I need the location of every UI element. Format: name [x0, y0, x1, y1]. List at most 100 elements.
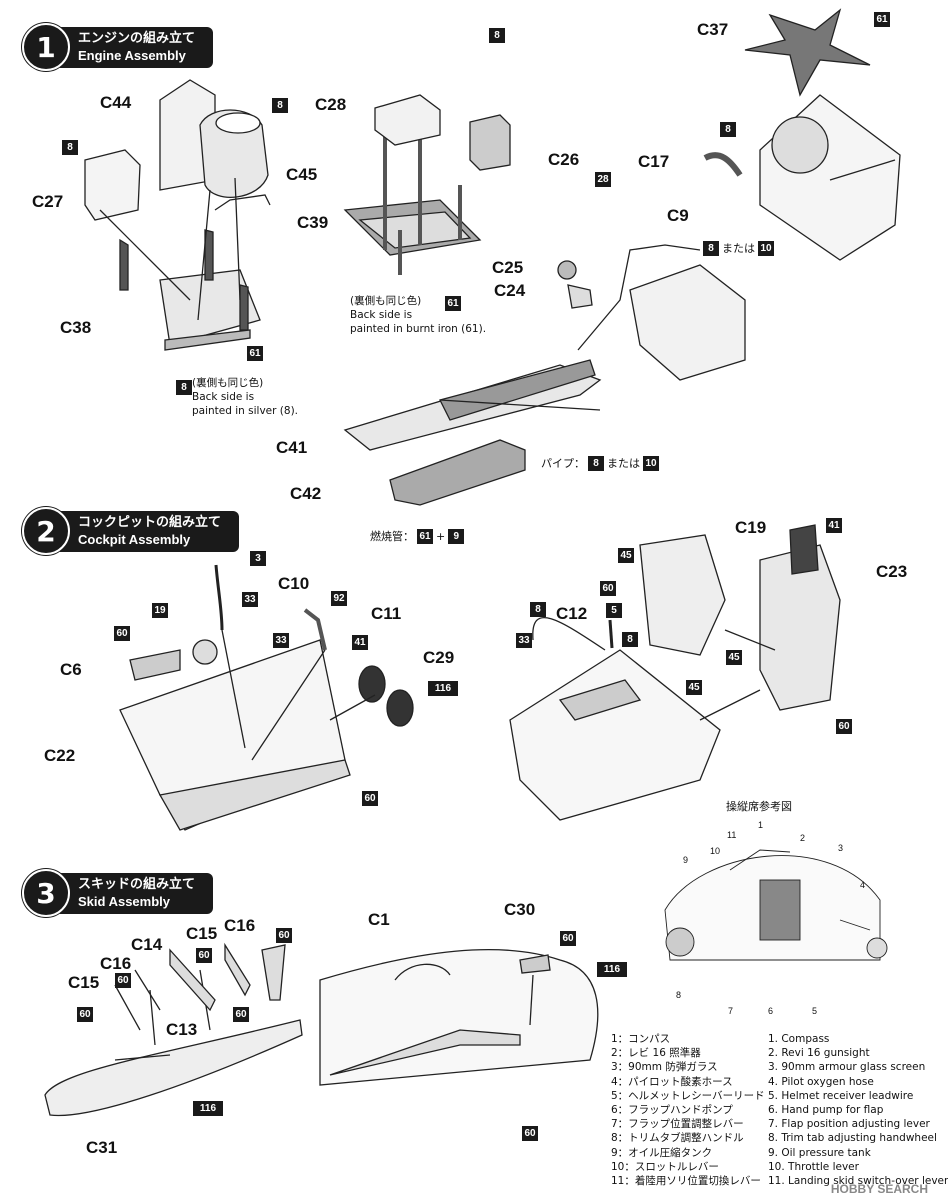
- note-en-2: painted in silver (8).: [192, 405, 299, 417]
- part-label-c17: C17: [638, 152, 670, 171]
- paint-code-badge: 116: [597, 962, 627, 977]
- legend-item: 5：ヘルメットレシーバーリード: [611, 1089, 765, 1102]
- legend-item: 3：90mm 防弾ガラス: [611, 1061, 718, 1074]
- engine-tail-assembly: [343, 244, 746, 506]
- or-text: または: [722, 242, 755, 255]
- part-label-c37: C37: [697, 20, 729, 39]
- legend-item: 10：スロットルレバー: [611, 1160, 719, 1173]
- reference-number: 8: [676, 990, 682, 1000]
- part-label-c1: C1: [368, 910, 390, 929]
- c10-stick: [214, 564, 224, 631]
- paint-code-badge: 3: [250, 551, 266, 566]
- legend-item: 11. Landing skid switch-over lever: [768, 1175, 948, 1188]
- paint-code-badge: 60: [362, 791, 378, 806]
- part-label-c19: C19: [735, 518, 767, 537]
- step-title-en: Engine Assembly: [78, 47, 186, 63]
- paint-code-badge: 61: [874, 12, 890, 27]
- paint-code-badge: 60: [836, 719, 852, 734]
- paint-code-badge: 60: [77, 1007, 93, 1022]
- paint-code-badge: 61: [417, 528, 433, 544]
- paint-code-badge: 60: [276, 928, 292, 943]
- part-label-c41: C41: [276, 438, 308, 457]
- paint-code-badge: 5: [606, 603, 622, 618]
- note-en-1: Back side is: [192, 391, 255, 403]
- note-en-2: painted in burnt iron (61).: [350, 323, 487, 335]
- reference-number: 10: [710, 846, 721, 856]
- paint-code-badge: 45: [686, 680, 702, 695]
- engine-block-c44-c45: [159, 79, 271, 211]
- reference-number: 1: [758, 820, 764, 830]
- or-text: または: [607, 457, 640, 470]
- reference-number: 7: [728, 1006, 734, 1016]
- paint-code-badge: 60: [115, 973, 131, 988]
- paint-code-badge: 8: [703, 240, 719, 256]
- reference-number: 3: [838, 843, 844, 853]
- paint-code-badge: 45: [726, 650, 742, 665]
- reference-title: 操縦席参考図: [726, 800, 792, 813]
- step-title-jp: エンジンの組み立て: [78, 30, 196, 46]
- c38-paint-note: (裏側も同じ色) Back side is painted in silver …: [192, 376, 298, 418]
- legend-item: 2. Revi 16 gunsight: [768, 1047, 870, 1060]
- c11-hose: [303, 608, 327, 651]
- c1-fuselage: [319, 948, 599, 1086]
- paint-code-badge: 33: [516, 633, 532, 648]
- part-label-c31: C31: [86, 1138, 118, 1157]
- reference-number: 9: [683, 855, 689, 865]
- c17-pipe: [703, 152, 743, 177]
- cockpit-reference-drawing: [664, 849, 888, 961]
- paint-code-badge: 41: [352, 635, 368, 650]
- reference-number: 5: [812, 1006, 818, 1016]
- step-1-header: 1 エンジンの組み立て Engine Assembly: [22, 23, 214, 71]
- paint-code-badge: 60: [600, 581, 616, 596]
- legend-item: 9. Oil pressure tank: [768, 1146, 871, 1159]
- part-label-c28: C28: [315, 95, 347, 114]
- step-title-en: Cockpit Assembly: [78, 531, 191, 547]
- part-label-c23: C23: [876, 562, 908, 581]
- paint-code-badge: 60: [522, 1126, 538, 1141]
- paint-code-badge: 116: [193, 1101, 223, 1116]
- paint-code-badge: 8: [720, 122, 736, 137]
- paint-code-badge: 60: [560, 931, 576, 946]
- engine-mount-c38: [119, 229, 261, 351]
- c37-mount: [744, 8, 901, 261]
- paint-code-badge: 92: [331, 591, 347, 606]
- legend-item: 5. Helmet receiver leadwire: [768, 1089, 914, 1102]
- paint-code-badge: 8: [622, 632, 638, 647]
- reference-number: 11: [727, 830, 737, 840]
- paint-code-badge: 61: [247, 346, 263, 361]
- paint-code-badge: 19: [152, 603, 168, 618]
- part-label-c10: C10: [278, 574, 310, 593]
- c9-color-note: 8 または 10: [703, 240, 774, 256]
- paint-code-badge: 8: [62, 140, 78, 155]
- plus-text: +: [436, 529, 446, 543]
- paint-code-badge: 33: [273, 633, 289, 648]
- part-label-c16-b: C16: [100, 954, 132, 973]
- legend-item: 4. Pilot oxygen hose: [768, 1075, 874, 1088]
- legend-item: 3. 90mm armour glass screen: [768, 1061, 926, 1074]
- part-label-c13: C13: [166, 1020, 198, 1039]
- fuel-text: 燃焼管：: [370, 530, 414, 543]
- reference-number: 6: [768, 1006, 774, 1016]
- reference-number: 2: [800, 833, 806, 843]
- step-3-header: 3 スキッドの組み立て Skid Assembly: [22, 869, 214, 917]
- part-label-c16-a: C16: [224, 916, 256, 935]
- paint-code-badge: 61: [445, 296, 461, 311]
- legend-japanese: 1：コンパス 2：レビ 16 照準器 3：90mm 防弾ガラス 4：パイロット酸…: [611, 1032, 765, 1188]
- paint-code-badge: 45: [618, 548, 634, 563]
- reference-number: 4: [860, 880, 866, 890]
- paint-code-badge: 60: [233, 1007, 249, 1022]
- pipe-text: パイプ：: [541, 457, 585, 470]
- legend-item: 8. Trim tab adjusting handwheel: [768, 1132, 937, 1145]
- paint-code-badge: 28: [595, 172, 611, 187]
- paint-code-badge: 8: [530, 602, 546, 617]
- step-number: 1: [22, 23, 70, 71]
- note-en-1: Back side is: [350, 309, 413, 321]
- paint-code-badge: 8: [588, 455, 604, 471]
- part-label-c11: C11: [371, 604, 402, 623]
- part-label-c42: C42: [290, 484, 322, 503]
- step-number: 3: [22, 869, 70, 917]
- part-label-c38: C38: [60, 318, 92, 337]
- step-title-jp: コックピットの組み立て: [78, 514, 222, 530]
- fuel-pipe-color-note: 燃焼管： 61 + 9: [370, 528, 465, 544]
- legend-item: 8：トリムタブ調整ハンドル: [611, 1132, 744, 1145]
